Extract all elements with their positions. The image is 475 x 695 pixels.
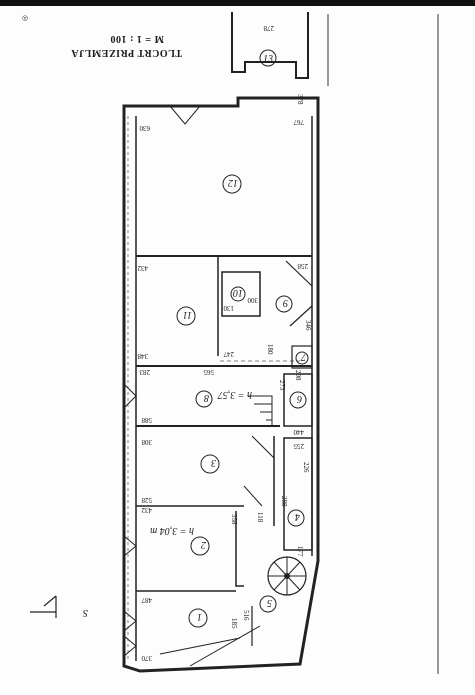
west-doors-1: [123, 610, 137, 657]
room-7-marker: [295, 351, 309, 365]
room-10-marker: [230, 286, 246, 302]
west-door-2: [123, 535, 137, 557]
room-5-number: 5: [267, 597, 272, 608]
room-11-number: 11: [183, 309, 192, 320]
room-9-marker: [275, 295, 293, 313]
room-13-marker: [259, 49, 277, 67]
room-10-number: 10: [233, 287, 243, 298]
dim-358: 358: [230, 514, 238, 525]
room-13-walls: [231, 12, 309, 79]
dim-630: 630: [139, 124, 150, 132]
dim-226: 226: [302, 462, 310, 473]
room-6-walls: [283, 373, 313, 427]
room-2-door: [243, 485, 263, 507]
floor-plan-drawing: ◎ TLOCRT PRIZEMLJA M = 1 : 100 13 278 37…: [22, 12, 439, 674]
front-steps: [159, 625, 261, 667]
room-4-walls: [283, 437, 313, 551]
dim-487: 487: [141, 596, 152, 604]
dim-767: 767: [293, 118, 304, 126]
room-9-door: [289, 305, 313, 327]
room-7-number: 7: [300, 351, 306, 362]
dim-432: 432: [137, 264, 148, 272]
plan-title: TLOCRT PRIZEMLJA: [71, 47, 182, 58]
room-1-number: 1: [197, 611, 202, 622]
dim-308: 308: [141, 438, 152, 446]
dim-177: 177: [296, 546, 304, 557]
room-3-door: [251, 435, 275, 459]
room-1-marker: [188, 608, 208, 628]
floor-plan-sheet: ◎ TLOCRT PRIZEMLJA M = 1 : 100 13 278 37…: [0, 6, 475, 690]
stair-steps: [248, 395, 273, 426]
dim-258: 258: [297, 262, 308, 270]
room-7-walls: [291, 345, 313, 369]
room-2-number: 2: [201, 539, 206, 550]
dim-130: 130: [223, 304, 234, 312]
height-upper: h = 3,57: [217, 389, 252, 400]
room-9-number: 9: [283, 297, 288, 308]
spiral-stair: [267, 556, 307, 596]
room-4-marker: [287, 509, 305, 527]
dim-278: 278: [263, 24, 274, 32]
room-2-marker: [190, 536, 210, 556]
dim-185: 185: [230, 618, 238, 629]
building-outer-wall: [122, 96, 320, 673]
dim-348: 348: [137, 352, 148, 360]
room-12-number: 12: [228, 177, 238, 188]
dim-565: 565: [203, 368, 214, 376]
dim-432b: 432: [141, 506, 152, 514]
room-13-number: 13: [263, 54, 273, 65]
dim-440: 440: [293, 428, 304, 436]
north-label: S: [83, 607, 88, 618]
height-lower: h = 3,04 m: [150, 525, 194, 536]
dim-118: 118: [256, 512, 264, 523]
dim-298: 298: [294, 370, 302, 381]
room-3-number: 3: [211, 457, 217, 468]
room-3-marker: [200, 454, 220, 474]
dim-288: 288: [280, 496, 288, 507]
room-8-number: 8: [204, 392, 209, 403]
entrance-door: [169, 105, 201, 125]
dim-516: 516: [242, 610, 250, 621]
dim-273: 273: [278, 380, 286, 391]
dim-300: 300: [247, 296, 258, 304]
dim-180: 180: [266, 344, 274, 355]
dim-247: 247: [223, 350, 234, 358]
dim-346: 346: [304, 320, 312, 331]
room-4-number: 4: [295, 511, 300, 522]
dim-255: 255: [293, 442, 304, 450]
room-12-marker: [222, 174, 242, 194]
north-arrow: [30, 595, 57, 618]
corner-marker: ◎: [22, 14, 28, 22]
plan-scale: M = 1 : 100: [110, 33, 164, 44]
room-6-marker: [289, 391, 307, 409]
room-5-marker: [259, 595, 277, 613]
room-10-walls: [221, 271, 261, 317]
room-2-partition: [235, 511, 244, 587]
dim-588: 588: [141, 416, 152, 424]
side-door: [123, 383, 137, 409]
dim-528: 528: [141, 496, 152, 504]
top-edge-bar: [0, 0, 475, 6]
dim-370: 370: [141, 654, 152, 662]
room-11-marker: [176, 306, 196, 326]
dim-283: 283: [139, 368, 150, 376]
room-6-number: 6: [297, 393, 302, 404]
room-9-diagonal-wall: [285, 260, 313, 287]
room-8-marker: [195, 390, 213, 408]
